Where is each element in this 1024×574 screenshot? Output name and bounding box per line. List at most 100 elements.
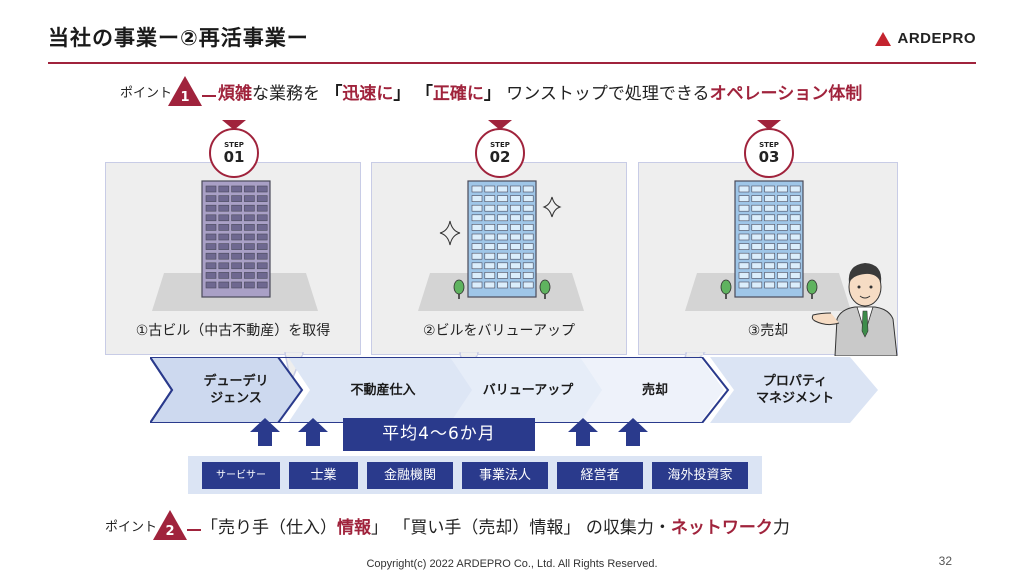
point-2-text: 「売り手（仕入）情報」 「買い手（売却）情報」 の収集力・ネットワーク力 [201, 513, 790, 538]
copyright-text: Copyright(c) 2022 ARDEPRO Co., Ltd. All … [366, 558, 658, 570]
building-window [764, 272, 775, 279]
building-window [777, 272, 788, 279]
up-arrow-icon [250, 418, 280, 446]
tree-icon [806, 279, 818, 299]
building-window [218, 272, 230, 279]
building-window [510, 252, 521, 260]
stakeholder-bar: サービサー 士業 金融機関 事業法人 経営者 海外投資家 [188, 456, 762, 494]
building-window [484, 281, 496, 289]
building-window [231, 195, 242, 202]
building-window [471, 272, 483, 279]
building-window [218, 243, 230, 250]
step-3-label: STEP [759, 141, 779, 149]
stakeholder-chip: 金融機関 [367, 461, 453, 489]
building-window [218, 281, 230, 289]
point-2-seg: 」 「買い手（売却）情報」 の収集力・ [371, 517, 671, 538]
building-window [789, 233, 801, 241]
building-window [522, 224, 534, 231]
building-window [256, 224, 268, 231]
building-window [522, 262, 534, 270]
building-window [738, 204, 750, 212]
point-2-seg: 力 [772, 517, 790, 538]
building-window [484, 243, 496, 250]
building-window [231, 262, 242, 270]
building-window [751, 233, 763, 241]
flow-stage-1: デューデリ ジェンス [180, 357, 292, 423]
building-window [256, 214, 268, 222]
flow-stage-2-label: 不動産仕入 [350, 382, 416, 398]
building-window [218, 204, 230, 212]
building-window [510, 272, 521, 279]
building-window [777, 214, 788, 222]
building-window [738, 185, 750, 193]
building-window [777, 243, 788, 250]
building-window [751, 252, 763, 260]
building-window [244, 224, 255, 231]
building-window [738, 243, 750, 250]
point-1-seg: 」 [393, 83, 411, 104]
building-window [218, 252, 230, 260]
building-window [522, 233, 534, 241]
tree-icon [453, 279, 465, 299]
building-window [256, 252, 268, 260]
building-window [205, 243, 217, 250]
building-window [256, 243, 268, 250]
step-1-label: STEP [224, 141, 244, 149]
average-period-box: 平均4〜6か月 [343, 418, 535, 451]
building-window [244, 281, 255, 289]
stakeholder-chip: 海外投資家 [652, 461, 748, 489]
building-window [789, 224, 801, 231]
tree-icon [720, 279, 732, 299]
building-window [497, 204, 508, 212]
building-window [244, 252, 255, 260]
building-window [510, 262, 521, 270]
building-window [738, 195, 750, 202]
building-window [777, 252, 788, 260]
stakeholder-chip: 士業 [289, 461, 358, 489]
building-window [522, 185, 534, 193]
sparkle-icon [439, 196, 562, 246]
building-window [764, 185, 775, 193]
building-window [510, 185, 521, 193]
point-1-seg: 」 [483, 83, 501, 104]
building-window [764, 252, 775, 260]
building-window [497, 272, 508, 279]
step-1-caption: ①古ビル（中古不動産）を取得 [135, 323, 331, 339]
flow-stage-4: 売却 [605, 357, 705, 423]
building-window [789, 185, 801, 193]
flow-stage-5: プロパティ マネジメント [735, 357, 855, 423]
point-1-number: 1 [180, 90, 190, 105]
building-window [497, 195, 508, 202]
flow-stage-4-shape [580, 357, 724, 423]
point-2-number: 2 [165, 524, 175, 539]
building-window [205, 204, 217, 212]
building-window [751, 224, 763, 231]
building-window [471, 233, 483, 241]
point-2-seg: 情報 [337, 517, 372, 538]
building-window [231, 252, 242, 260]
building-window [244, 272, 255, 279]
building-window [497, 233, 508, 241]
building-window [510, 195, 521, 202]
building-window [231, 185, 242, 193]
building-window [751, 214, 763, 222]
building-window [789, 243, 801, 250]
point-2: ポイント 2 「売り手（仕入）情報」 「買い手（売却）情報」 の収集力・ネットワ… [105, 510, 790, 540]
ardepro-logo-icon [875, 31, 892, 46]
flow-stage-5-shape [710, 357, 878, 423]
building-window [471, 204, 483, 212]
building-window [738, 272, 750, 279]
point-1-badge: 1 [168, 76, 217, 106]
building-window [522, 243, 534, 250]
building-window [738, 233, 750, 241]
building-window [751, 272, 763, 279]
point-1-seg: 「 [325, 83, 343, 104]
building-window [751, 262, 763, 270]
building-window [205, 214, 217, 222]
building-window [522, 204, 534, 212]
building-window [244, 204, 255, 212]
building-window [738, 262, 750, 270]
building-window [751, 195, 763, 202]
building-window [205, 224, 217, 231]
